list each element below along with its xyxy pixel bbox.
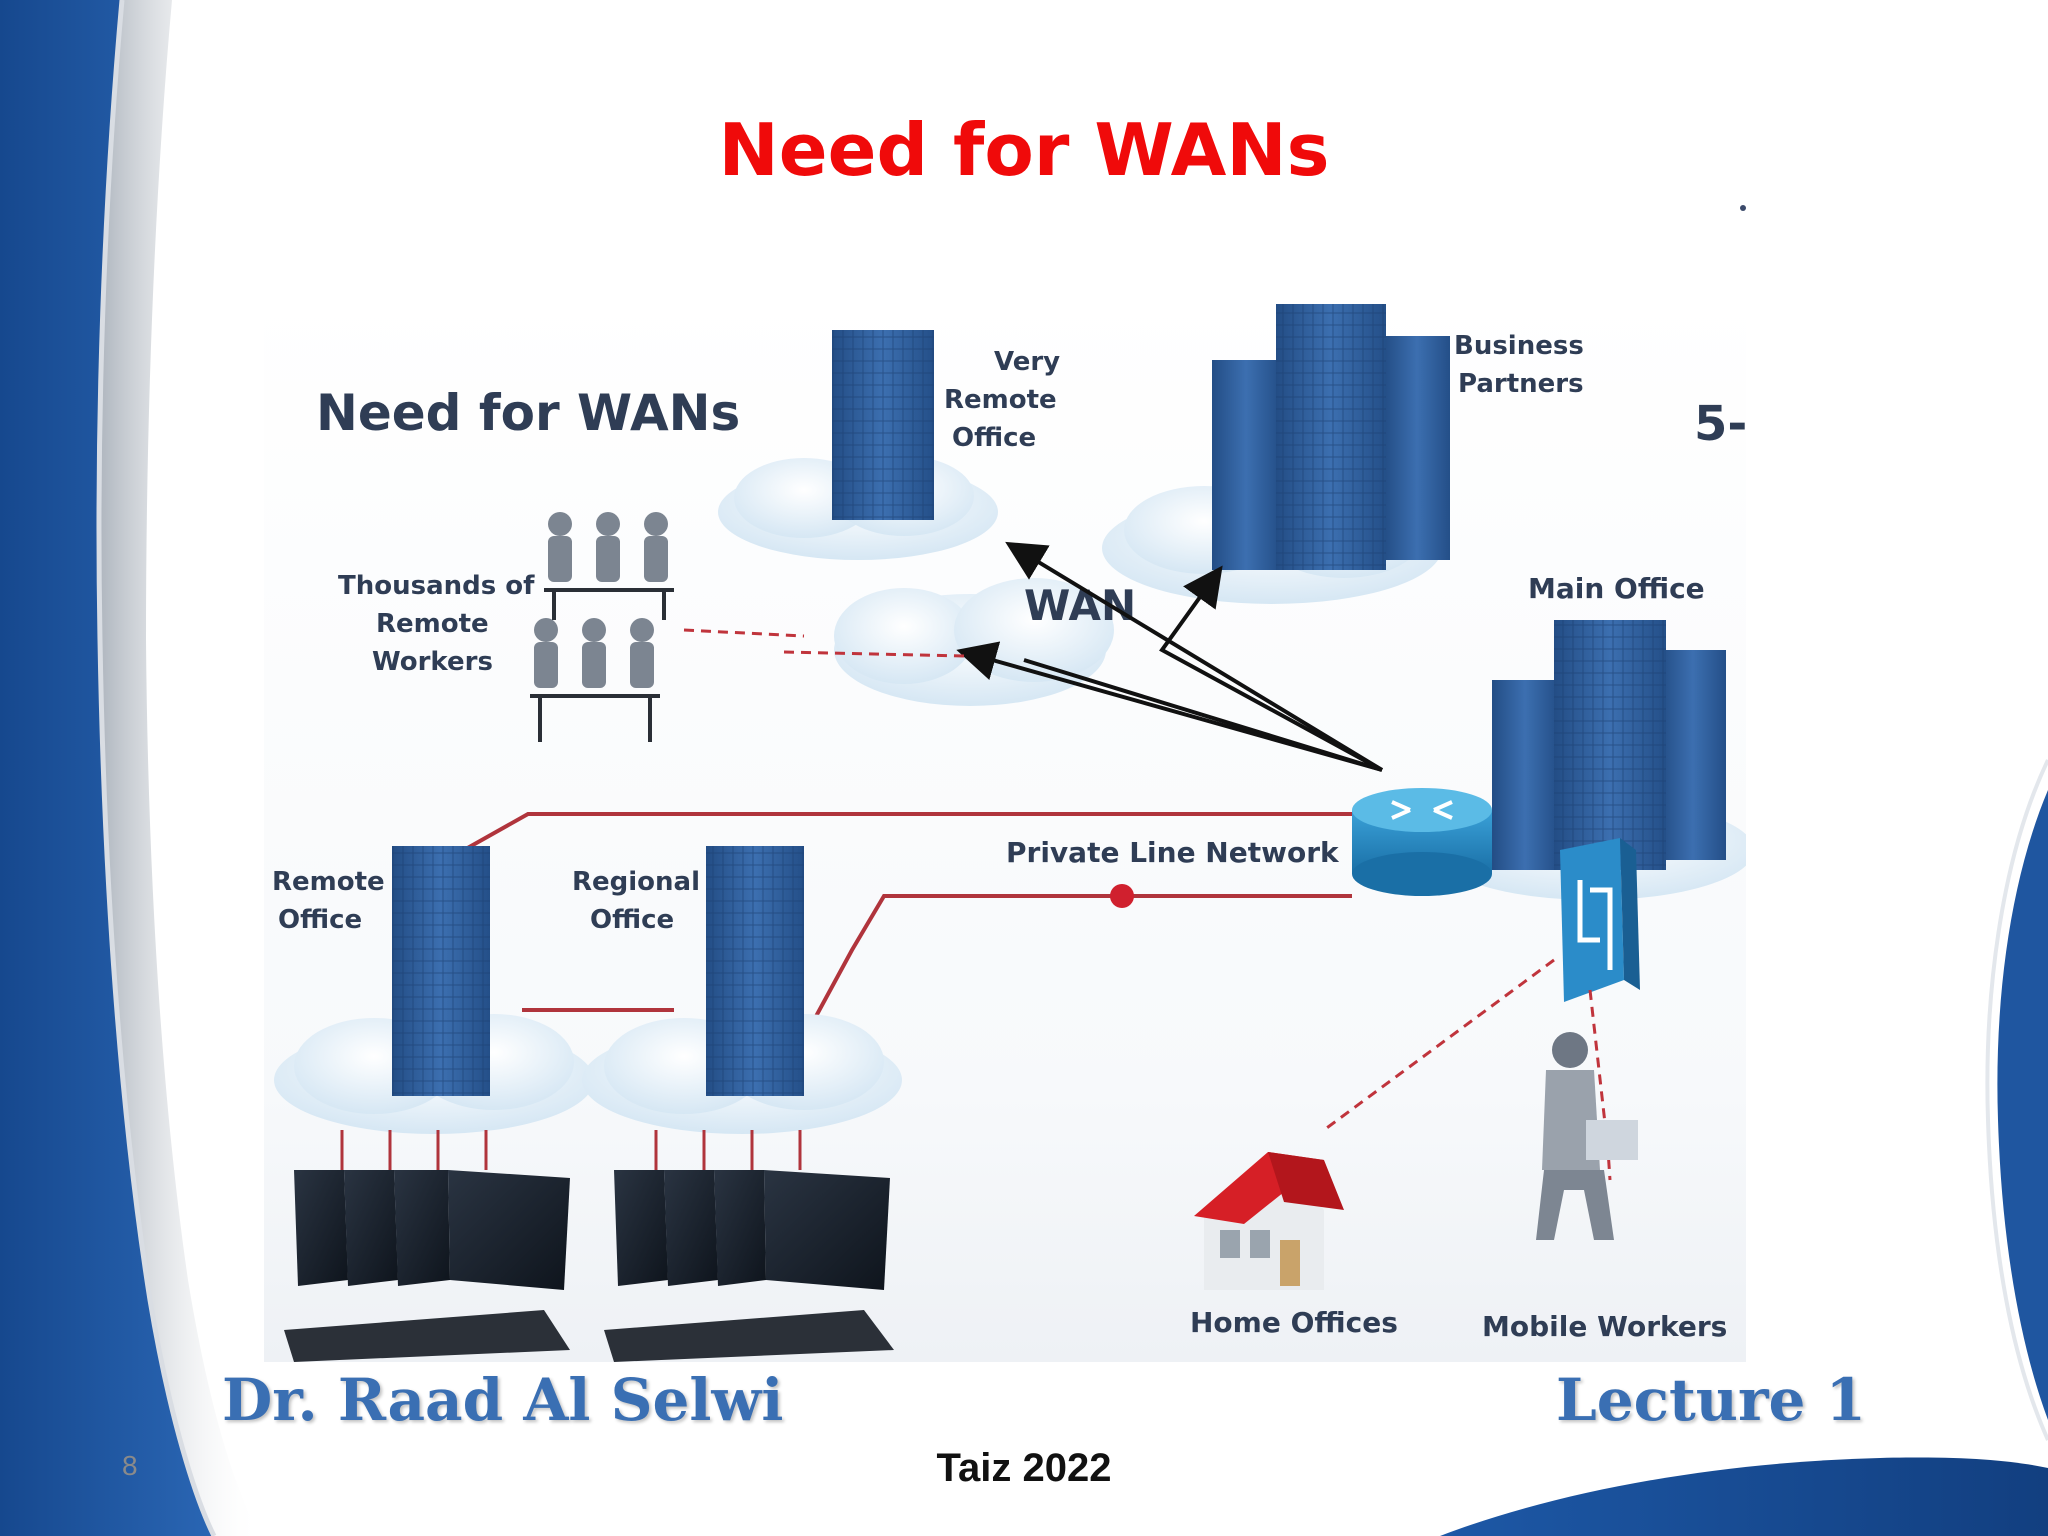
building-icon xyxy=(1492,680,1558,870)
firewall-icon xyxy=(1560,838,1640,1002)
remote-office: Remote Office xyxy=(272,846,594,1134)
regional-office: Regional Office xyxy=(572,846,902,1134)
footer-author: Dr. Raad Al Selwi xyxy=(222,1366,784,1434)
business-partners-label-2: Partners xyxy=(1458,369,1584,399)
remote-workers-label-2: Remote xyxy=(376,609,489,639)
footer-place: Taiz 2022 xyxy=(936,1446,1112,1490)
regional-office-label-2: Office xyxy=(590,905,674,935)
building-icon xyxy=(1212,360,1280,570)
person-icon xyxy=(534,512,668,688)
corner-label: 5- xyxy=(1694,396,1746,452)
remote-workers-label-3: Workers xyxy=(372,647,493,677)
remote-workers-label-1: Thousands of xyxy=(338,571,535,601)
private-line-label: Private Line Network xyxy=(1006,836,1340,869)
wan-diagram: Need for WANs 5- Very Remote Office Busi… xyxy=(264,290,1746,1362)
remote-workers: Thousands of Remote Workers xyxy=(338,512,674,742)
slide-number: 8 xyxy=(122,1450,138,1481)
main-office-label: Main Office xyxy=(1528,572,1705,605)
home-offices-label: Home Offices xyxy=(1190,1306,1398,1339)
very-remote-office-label-2: Remote xyxy=(944,385,1057,415)
remote-office-label-1: Remote xyxy=(272,867,385,897)
person-icon xyxy=(1536,1032,1638,1240)
wan-links xyxy=(956,541,1384,772)
remote-office-label-2: Office xyxy=(278,905,362,935)
vpn-links xyxy=(683,628,965,658)
router-icon xyxy=(1352,788,1492,896)
very-remote-office: Very Remote Office xyxy=(718,330,1060,560)
very-remote-office-label-1: Very xyxy=(994,347,1060,377)
regional-office-label-1: Regional xyxy=(572,867,700,897)
mobile-workers-label: Mobile Workers xyxy=(1482,1310,1727,1343)
business-partners-label-1: Business xyxy=(1454,331,1584,361)
slide-title: Need for WANs xyxy=(718,108,1330,192)
very-remote-office-label-3: Office xyxy=(952,423,1036,453)
footer-lecture: Lecture 1 xyxy=(1556,1366,1866,1434)
diagram-heading: Need for WANs xyxy=(316,384,740,442)
house-icon xyxy=(1194,1152,1344,1290)
dot-mark xyxy=(1740,205,1746,211)
computer-icon xyxy=(284,1170,894,1362)
private-line-node xyxy=(1110,884,1134,908)
lan-links xyxy=(340,1130,802,1170)
